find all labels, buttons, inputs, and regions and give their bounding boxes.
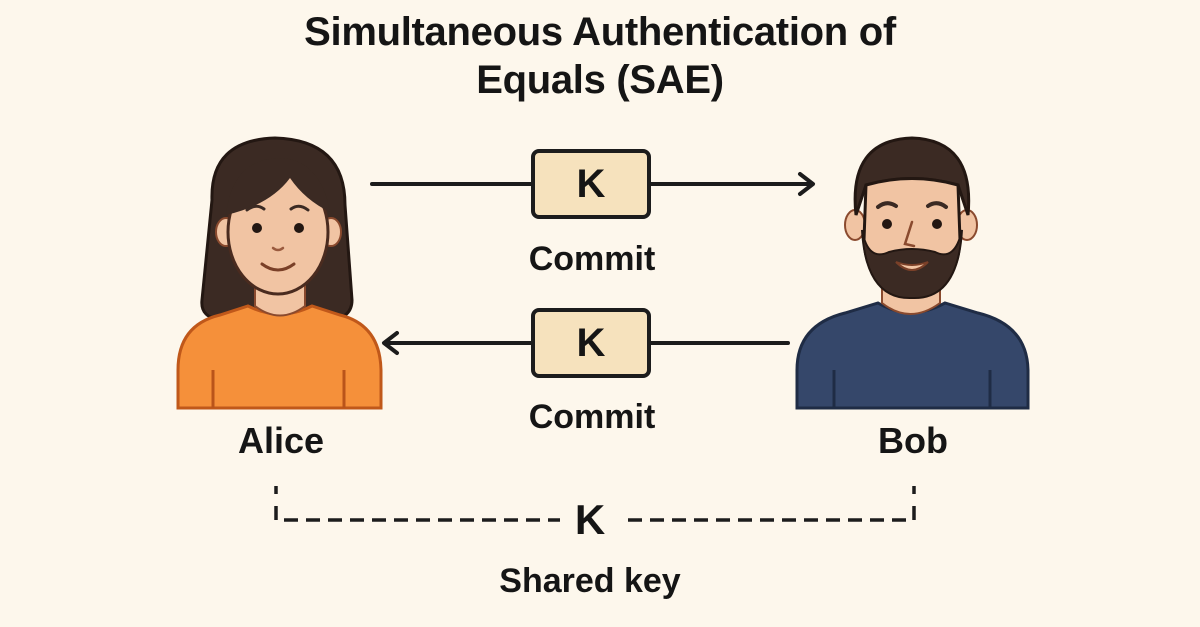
commit-label-1: Commit: [528, 240, 656, 278]
participant-name-alice: Alice: [237, 420, 325, 461]
bearded-man-avatar-icon: [795, 136, 1030, 410]
diagram-title: Simultaneous Authentication of Equals (S…: [0, 8, 1200, 104]
shared-key-symbol: K: [560, 496, 620, 544]
commit-key-box-1: K: [531, 149, 651, 219]
title-line-1: Simultaneous Authentication of: [304, 10, 896, 54]
commit-label-2: Commit: [528, 398, 656, 436]
title-line-2: Equals (SAE): [476, 58, 724, 102]
commit-key-box-2: K: [531, 308, 651, 378]
key-symbol: K: [576, 161, 606, 206]
commit-arrow-right: [370, 172, 815, 196]
key-symbol: K: [576, 320, 606, 365]
participant-name-bob: Bob: [878, 420, 948, 461]
commit-arrow-left: [382, 331, 790, 355]
shared-key-label: Shared key: [499, 562, 681, 600]
woman-avatar-icon: [176, 136, 383, 410]
shared-key-bracket: [274, 486, 916, 522]
